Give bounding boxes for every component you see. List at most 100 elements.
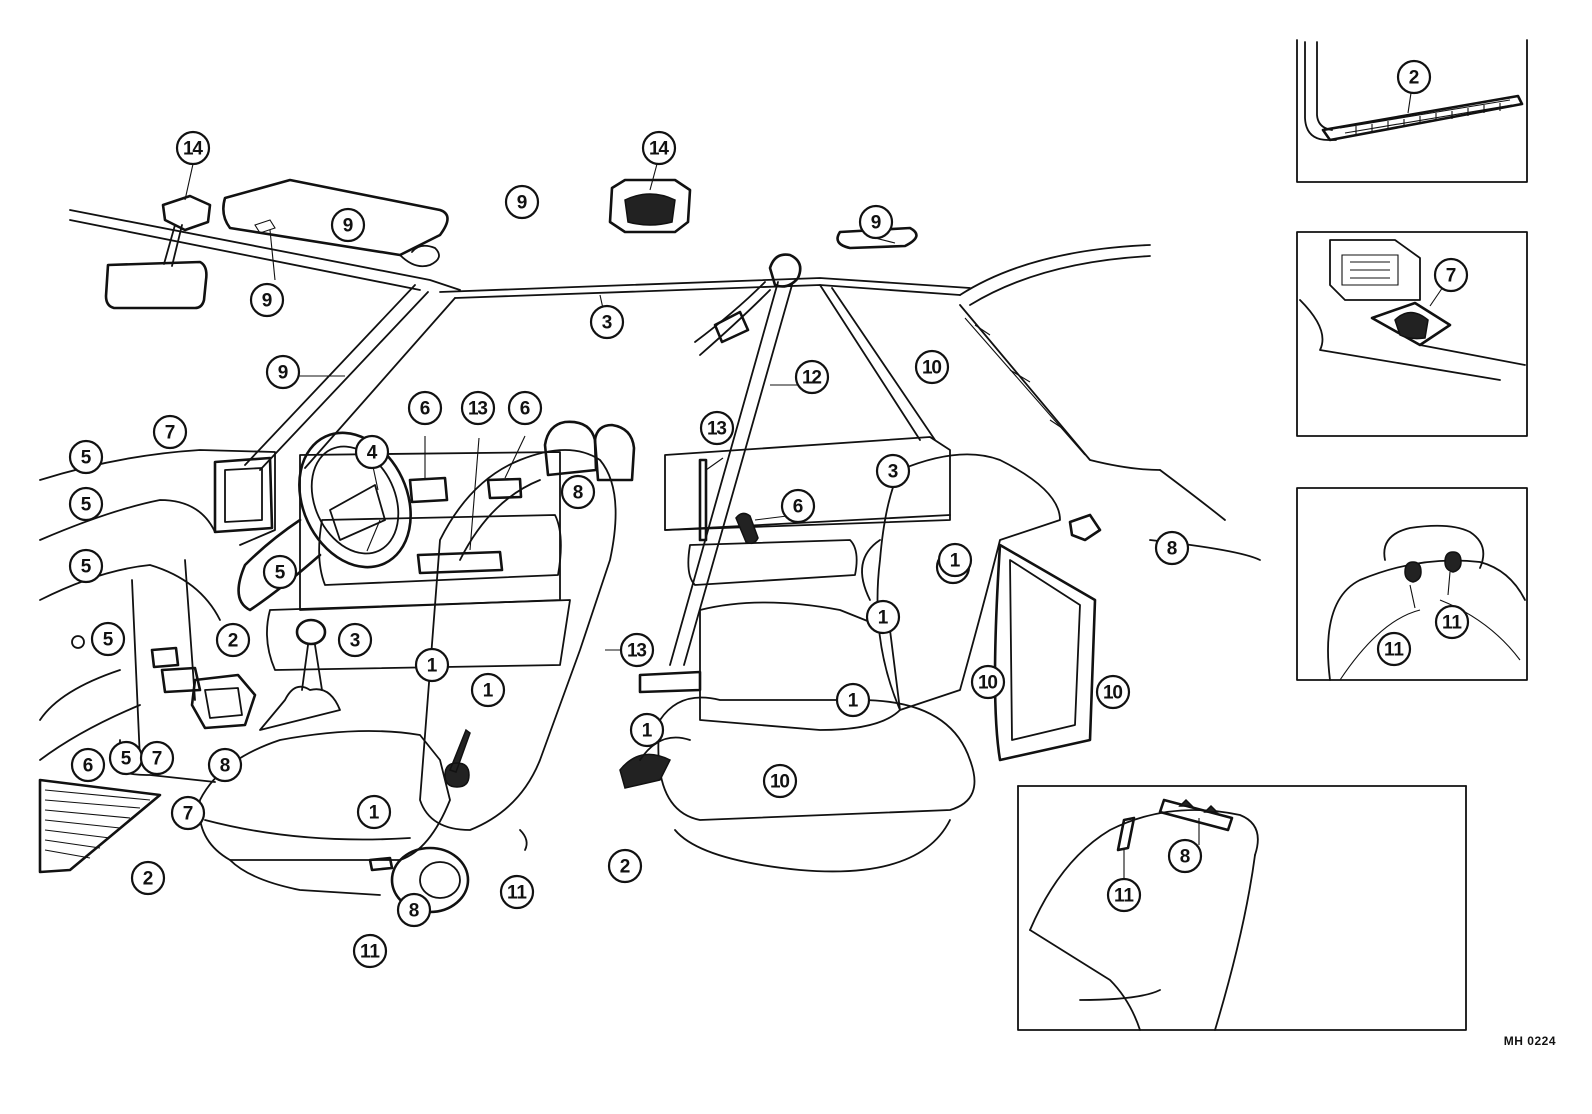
callout-number: 11 [1114,886,1134,907]
callout-11: 11 [352,933,388,969]
callout-number: 1 [483,681,494,702]
callout-number: 10 [922,358,942,379]
callout-number: 1 [427,656,438,677]
callout-5: 5 [68,486,104,522]
callout-circle [937,542,973,578]
callout-7: 7 [170,795,206,831]
room-light-center [608,178,692,234]
callout-5: 5 [68,548,104,584]
callout-number: 12 [802,368,822,389]
callout-number: 1 [950,551,961,572]
callout-10: 10 [1095,674,1131,710]
callout-number: 11 [1442,613,1462,634]
rear-sunshade-bar [836,226,918,250]
callout-circle [507,390,543,426]
callout-9: 9 [249,282,285,318]
callout-12: 12 [794,359,830,395]
callout-number: 5 [81,495,92,516]
callout-number: 14 [183,139,203,160]
callout-number: 8 [220,756,231,777]
callout-9: 9 [265,354,301,390]
callout-number: 7 [183,804,194,825]
callout-circle [354,434,390,470]
callout-circle [699,410,735,446]
callout-number: 2 [228,631,239,652]
callout-9: 9 [858,204,894,240]
callout-number: 13 [707,419,727,440]
callout-circle [68,486,104,522]
callout-number: 5 [81,448,92,469]
callout-number: 1 [369,803,380,824]
callout-circle [865,599,901,635]
callout-number: 6 [793,497,804,518]
callout-number: 11 [360,942,380,963]
callout-3: 3 [589,304,625,340]
callout-number: 3 [350,631,361,652]
callout-7: 7 [152,414,188,450]
callout-number: 10 [1103,683,1123,704]
callout-10: 10 [914,349,950,385]
inset-door-scuff-plate [1296,39,1528,183]
callout-number: 8 [1167,539,1178,560]
callout-14: 14 [641,130,677,166]
callout-3: 3 [875,453,911,489]
callout-8: 8 [1154,530,1190,566]
callout-1: 1 [629,712,665,748]
callout-6: 6 [407,390,443,426]
callout-2: 2 [130,860,166,896]
callout-number: 5 [121,749,132,770]
callout-circle [215,622,251,658]
callout-circle [1433,257,1469,293]
callout-1: 1 [865,599,901,635]
callout-circle [68,548,104,584]
callout-2: 2 [215,622,251,658]
callout-circle [330,207,366,243]
callout-circle [1396,59,1432,95]
callout-5: 5 [90,621,126,657]
callout-6: 6 [780,488,816,524]
callout-circle [414,647,450,683]
callout-8: 8 [207,747,243,783]
callout-circle [1434,604,1470,640]
callout-circle [396,892,432,928]
callout-circle [607,848,643,884]
callout-number: 9 [871,213,882,234]
callout-10: 10 [762,763,798,799]
callout-number: 9 [343,216,354,237]
callout-circle [835,682,871,718]
callout-number: 1 [642,721,653,742]
callout-6: 6 [70,747,106,783]
front-door-panel [266,451,571,671]
callout-9: 9 [504,184,540,220]
callout-circle [970,664,1006,700]
callout-circle [1376,631,1412,667]
callout-number: 14 [649,139,669,160]
callout-circle [1095,674,1131,710]
seat-belt [638,253,802,694]
callout-circle [460,390,496,426]
inset-console-box [1296,231,1528,437]
rear-door-panel [664,436,951,586]
callout-10: 10 [970,664,1006,700]
callout-circle [560,474,596,510]
callout-circle [207,747,243,783]
callout-9: 9 [330,207,366,243]
callout-circle [249,282,285,318]
callout-number: 7 [152,749,163,770]
callout-number: 8 [573,483,584,504]
instrument-panel [39,449,276,783]
callout-number: 10 [978,673,998,694]
shift-lever [259,618,341,731]
callout-5: 5 [68,439,104,475]
callout-6: 6 [507,390,543,426]
callout-number: 1 [878,608,889,629]
callout-8: 8 [560,474,596,510]
callout-number: 1 [848,691,859,712]
callout-number: 7 [165,423,176,444]
callout-number: 3 [602,313,613,334]
callout-number: 11 [507,883,527,904]
callout-circle [780,488,816,524]
callout-11: 11 [1106,877,1142,913]
